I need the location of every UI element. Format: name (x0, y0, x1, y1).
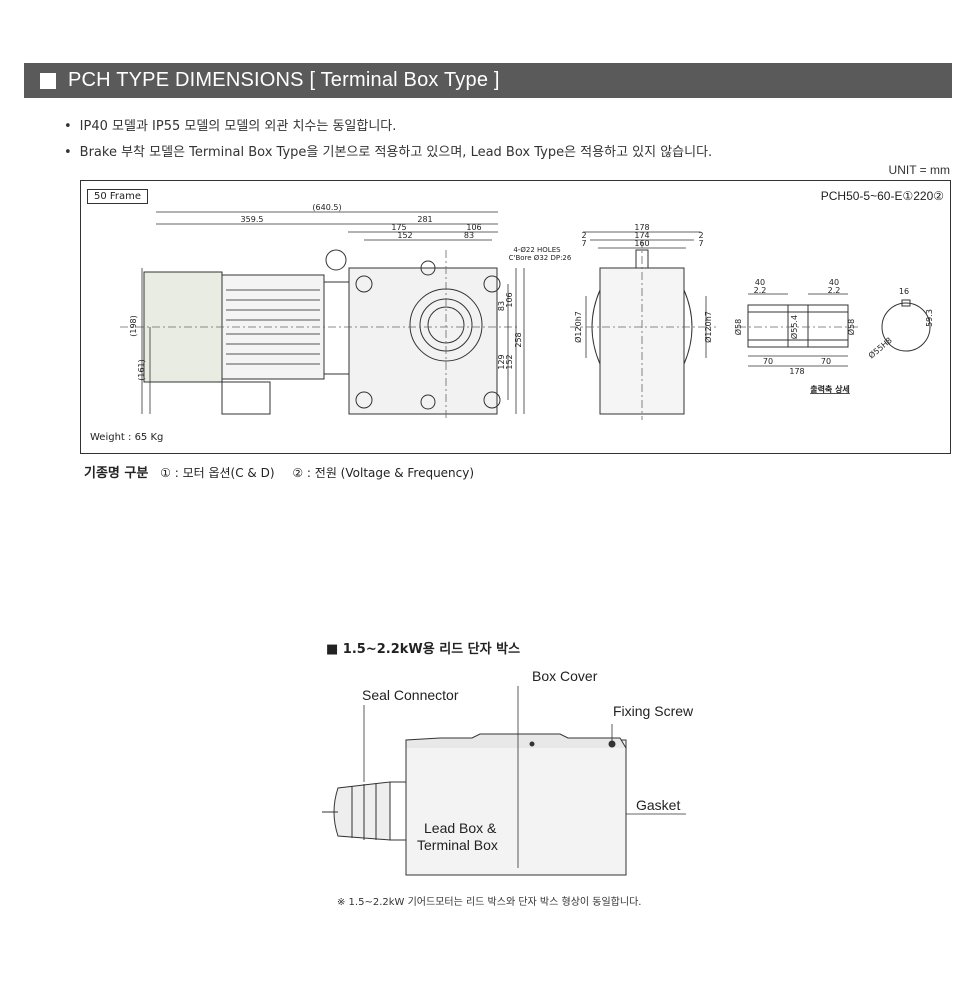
gearbox-front (348, 267, 498, 415)
dim-cbore: C'Bore Ø32 DP:26 (509, 254, 572, 262)
model-code: PCH50-5~60-E①220② (820, 189, 944, 203)
dim-s58b: Ø58 (846, 319, 856, 335)
motor-flange (323, 281, 350, 375)
dim-w160: 160 (634, 239, 649, 248)
gasket-label: Gasket (636, 797, 681, 813)
seal-connector (333, 781, 391, 841)
dim-s40a: 40 (755, 278, 765, 287)
dim-v129: 129 (497, 354, 506, 369)
seal-connector-base (389, 781, 407, 841)
dim-83: 83 (464, 231, 474, 240)
shaft-caption: 출력축 상세 (810, 384, 850, 394)
dim-holes: 4-Ø22 HOLES (513, 246, 561, 254)
fixing-screw-label: Fixing Screw (613, 703, 694, 719)
dim-s40b: 40 (829, 278, 839, 287)
terminal-box (221, 381, 271, 415)
dim-152: 152 (397, 231, 412, 240)
shaft-section (881, 302, 931, 352)
inner-label-1: Lead Box & (424, 820, 497, 836)
dim-s554: Ø55.4 (789, 315, 799, 339)
dim-w178: 178 (634, 223, 649, 232)
dim-161: (161) (137, 359, 146, 381)
dim-v83: 83 (497, 301, 506, 311)
note-item: Brake 부착 모델은 Terminal Box Type을 기본으로 적용하… (64, 140, 713, 166)
dim-175: 175 (391, 223, 406, 232)
dim-s16: 16 (899, 287, 909, 296)
naming-option-2: ② : 전원 (Voltage & Frequency) (292, 466, 475, 480)
hollow-shaft (747, 304, 849, 348)
dim-v106: 106 (505, 292, 514, 307)
dim-s70b: 70 (821, 357, 831, 366)
square-bullet-icon (40, 72, 56, 89)
section-banner: PCH TYPE DIMENSIONS [ Terminal Box Type … (24, 63, 952, 98)
dim-s22a: 2.2 (754, 286, 767, 295)
section-title: PCH TYPE DIMENSIONS [ Terminal Box Type … (68, 69, 500, 91)
motor-fan-cover (143, 271, 223, 383)
dim-w7a: 7 (581, 239, 586, 248)
seal-connector-label: Seal Connector (362, 687, 459, 703)
fixing-screw-icon (608, 740, 616, 748)
box-cover (405, 733, 627, 749)
dim-s58a: Ø58 (733, 319, 743, 335)
dim-pilot-left: Ø120h7 (573, 311, 583, 343)
lead-box-title: ■ 1.5~2.2kW용 리드 단자 박스 (326, 642, 521, 657)
footnote: ※ 1.5~2.2kW 기어드모터는 리드 박스와 단자 박스 형상이 동일합니… (337, 897, 642, 908)
weight-label: Weight : 65 Kg (90, 432, 164, 443)
dim-gear: 281 (417, 215, 432, 224)
inner-label-2: Terminal Box (417, 837, 498, 853)
dim-total: (640.5) (312, 203, 341, 212)
dim-198: (198) (129, 315, 138, 337)
model-naming: 기종명 구분 ① : 모터 옵션(C & D) ② : 전원 (Voltage … (84, 462, 488, 481)
dim-w174: 174 (634, 231, 649, 240)
dim-w2a: 2 (581, 231, 586, 240)
dim-w2b: 2 (698, 231, 703, 240)
note-item: IP40 모델과 IP55 모델의 모델의 외관 치수는 동일합니다. (64, 114, 712, 140)
dim-s22b: 2.2 (828, 286, 841, 295)
unit-label: UNIT = mm (888, 163, 950, 177)
lead-box-body (405, 739, 627, 876)
dimension-drawing-frame (80, 180, 951, 454)
dim-106: 106 (466, 223, 481, 232)
dim-motor: 359.5 (241, 215, 264, 224)
dim-s593: 59.3 (925, 309, 934, 327)
dim-v258: 258 (514, 332, 523, 347)
eye-bolt (325, 249, 347, 271)
box-cover-label: Box Cover (532, 668, 598, 684)
frame-tag: 50 Frame (87, 189, 149, 204)
notes-list: IP40 모델과 IP55 모델의 모델의 외관 치수는 동일합니다. Brak… (64, 114, 713, 166)
dim-pilot-right: Ø120h7 (703, 311, 713, 343)
dim-w7b: 7 (698, 239, 703, 248)
dim-s55h: Ø55H8 (866, 335, 894, 360)
naming-option-1: ① : 모터 옵션(C & D) (160, 466, 275, 480)
dim-s178: 178 (789, 367, 804, 376)
dim-v152: 152 (505, 354, 514, 369)
dim-s70a: 70 (763, 357, 773, 366)
naming-label: 기종명 구분 (84, 466, 149, 481)
